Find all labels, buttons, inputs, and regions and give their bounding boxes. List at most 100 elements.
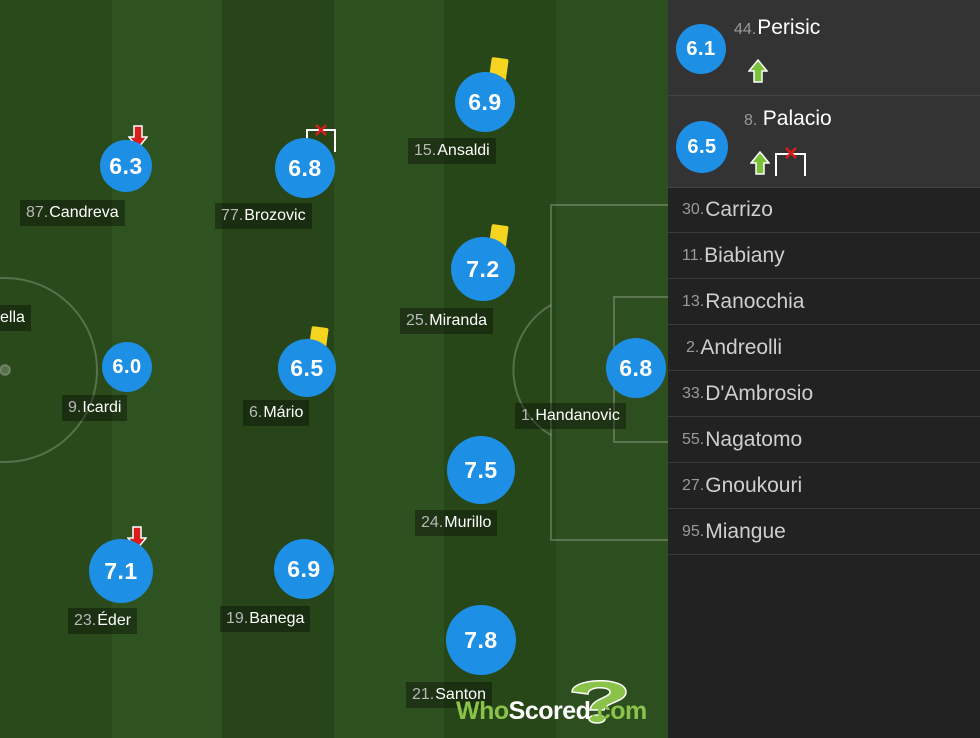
player-number: 8.	[744, 112, 762, 129]
player-name-box: 23. Éder	[68, 608, 138, 634]
sub-on-arrow-icon	[750, 150, 770, 175]
player-rating: 6.1	[676, 24, 726, 74]
player-number: 21.	[412, 686, 435, 703]
player-number: 11.	[682, 247, 704, 264]
bench-player[interactable]: 55.Nagatomo	[668, 418, 980, 463]
player-name: Banega	[249, 610, 305, 627]
player-number: 6.	[249, 404, 263, 421]
player-name-box: 21. Santon	[406, 682, 492, 708]
player-name-box: 15. Ansaldi	[408, 138, 496, 164]
player-name-line: 8. Palacio	[744, 107, 832, 131]
pitch-stripe	[0, 0, 112, 738]
player-name: Miranda	[429, 312, 488, 329]
player-number: 24.	[421, 514, 444, 531]
player-name: D'Ambrosio	[705, 382, 814, 405]
player-name: Nagatomo	[705, 428, 803, 451]
player-number: 27.	[682, 477, 705, 494]
player-rating: 6.8	[606, 338, 666, 398]
player-card[interactable]: 7.5 24. Murillo	[415, 430, 555, 550]
player-name-box: 25. Miranda	[400, 308, 494, 334]
center-spot	[0, 364, 11, 376]
player-name: Ranocchia	[705, 290, 805, 313]
player-name: ella	[0, 309, 25, 326]
player-name-box: 19. Banega	[220, 606, 311, 632]
player-name: Gnoukouri	[705, 474, 803, 497]
player-name: Perisic	[757, 16, 821, 39]
player-rating: 6.0	[102, 342, 152, 392]
player-number: 33.	[682, 385, 705, 402]
player-card[interactable]: 6.9 19. Banega	[220, 534, 360, 654]
logo-text: WhoScored.com	[456, 697, 647, 726]
player-name-box-partial[interactable]: ella	[0, 305, 31, 331]
player-name: Candreva	[49, 204, 119, 221]
player-card[interactable]: 6.8 1. Handanovic	[515, 330, 668, 450]
player-name: Santon	[435, 686, 486, 703]
player-name: Miangue	[705, 520, 786, 543]
player-name: Palacio	[762, 107, 832, 130]
player-number: 2.	[686, 339, 700, 356]
player-name: Biabiany	[704, 244, 785, 267]
sub-on-arrow-icon	[748, 58, 768, 83]
player-rating: 7.8	[446, 605, 516, 675]
player-rating: 6.5	[278, 339, 336, 397]
player-name: Handanovic	[535, 407, 620, 424]
player-rating: 7.5	[447, 436, 515, 504]
player-number: 30.	[682, 201, 705, 218]
bench-player[interactable]: 30.Carrizo	[668, 188, 980, 233]
player-card[interactable]: 6.8 77. Brozovic	[215, 120, 355, 240]
player-card[interactable]: 7.2 25. Miranda	[400, 222, 540, 342]
logo-text-scored: Scored	[508, 697, 591, 725]
player-rating: 6.3	[100, 140, 152, 192]
substitutes-panel: 6.1 44.Perisic 6.5 8. Palacio 30.C	[668, 0, 980, 738]
pitch: ella 6.3 87. Candreva 6.8 77. Brozovic	[0, 0, 668, 738]
penalty-area	[550, 204, 668, 541]
bench-player[interactable]: 13.Ranocchia	[668, 280, 980, 325]
player-card[interactable]: 6.3 87. Candreva	[20, 120, 160, 240]
player-name: Murillo	[444, 514, 492, 531]
player-number: 19.	[226, 610, 249, 627]
player-rating: 6.8	[275, 138, 335, 198]
player-card[interactable]: 7.1 23. Éder	[68, 525, 208, 645]
player-name-line: 44.Perisic	[734, 16, 820, 40]
player-rating: 6.5	[676, 121, 728, 173]
player-number: 95.	[682, 523, 705, 540]
player-name: Mário	[263, 404, 304, 421]
player-name: Andreolli	[700, 336, 783, 359]
pitch-stripe	[334, 0, 444, 738]
player-number: 1.	[521, 407, 535, 424]
whoscored-logo: WhoScored.com	[456, 676, 666, 732]
center-circle	[0, 277, 98, 463]
player-name: Ansaldi	[437, 142, 490, 159]
question-mark-logo-icon	[571, 680, 627, 724]
bench-player[interactable]: 95.Miangue	[668, 510, 980, 555]
player-name: Brozovic	[244, 207, 306, 224]
player-number: 77.	[221, 207, 244, 224]
player-number: 9.	[68, 399, 82, 416]
player-card[interactable]: 6.9 15. Ansaldi	[408, 55, 548, 175]
bench-player[interactable]: 11.Biabiany	[668, 234, 980, 279]
logo-text-who: Who	[456, 697, 509, 725]
player-rating: 6.9	[274, 539, 334, 599]
player-number: 23.	[74, 612, 97, 629]
player-card[interactable]: 7.8 21. Santon	[406, 600, 546, 720]
bench-player[interactable]: 2. Andreolli	[668, 326, 980, 371]
player-number: 15.	[414, 142, 437, 159]
bench-player[interactable]: 33.D'Ambrosio	[668, 372, 980, 417]
player-card[interactable]: 6.0 9. Icardi	[62, 330, 202, 450]
substitute-used[interactable]: 6.1 44.Perisic	[668, 0, 980, 96]
player-card[interactable]: 6.5 6. Mário	[243, 322, 383, 442]
player-name-box: 87. Candreva	[20, 200, 125, 226]
player-number: 13.	[682, 293, 705, 310]
player-name-box: 77. Brozovic	[215, 203, 312, 229]
player-rating: 7.2	[451, 237, 515, 301]
player-rating: 7.1	[89, 539, 153, 603]
substitute-used[interactable]: 6.5 8. Palacio	[668, 96, 980, 188]
player-name-box: 6. Mário	[243, 400, 310, 426]
player-number: 55.	[682, 431, 705, 448]
missed-goal-icon	[775, 147, 806, 176]
player-name: Carrizo	[705, 198, 773, 221]
player-name: Icardi	[82, 399, 122, 416]
player-name-box: 24. Murillo	[415, 510, 498, 536]
bench-player[interactable]: 27.Gnoukouri	[668, 464, 980, 509]
